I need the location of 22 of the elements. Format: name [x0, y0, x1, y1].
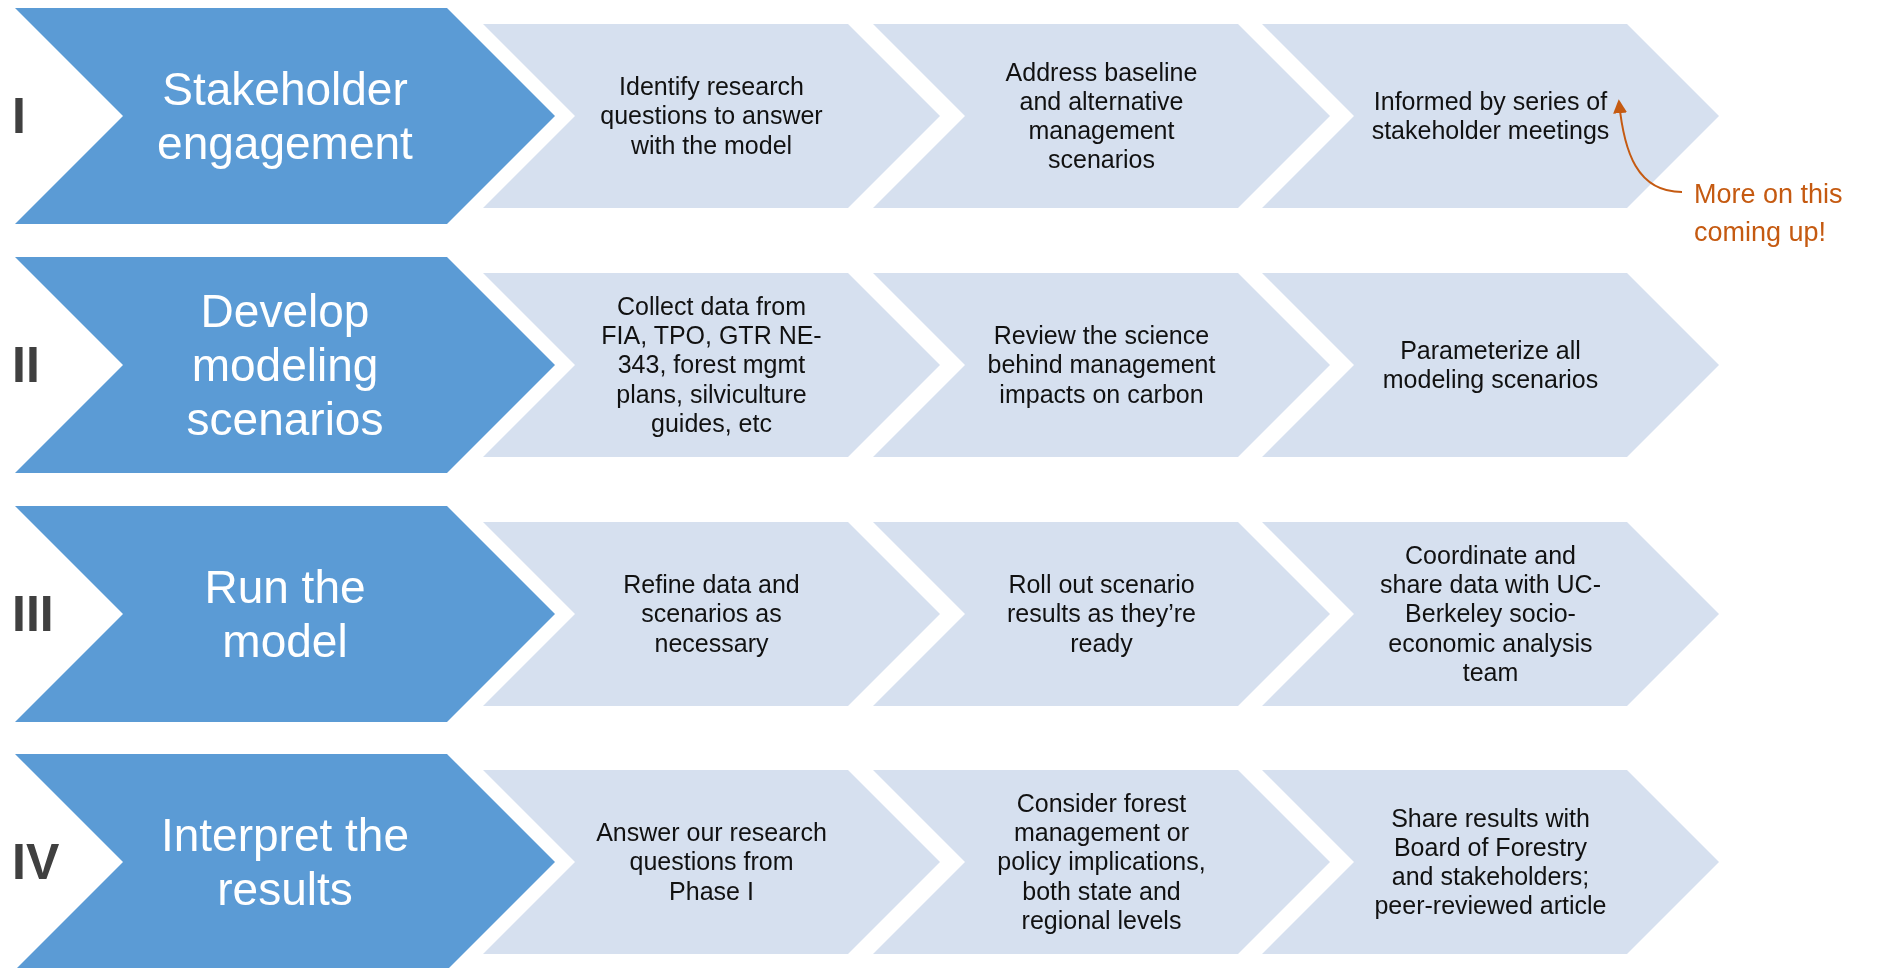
- step-text: Review the science behind management impacts on carbon: [986, 321, 1217, 409]
- phase-title: Develop modeling scenarios: [185, 283, 385, 447]
- step-text: Coordinate and share data with UC-Berkeley socio-economic analysis team: [1379, 540, 1602, 688]
- step-text: Answer our research questions from Phase I: [595, 818, 828, 906]
- phase-title: Run the model: [203, 559, 367, 669]
- step-text: Collect data from FIA, TPO, GTR NE-343, forest mgmt plans, silviculture guides, etc: [600, 291, 823, 439]
- step-text: Roll out scenario results as they’re ready: [1006, 570, 1197, 658]
- curved-arrow: [1613, 99, 1683, 193]
- phase-numeral: I: [12, 91, 27, 141]
- phase-title: Interpret the results: [159, 807, 410, 917]
- step-text: Address baseline and alternative management scenarios: [1004, 57, 1199, 175]
- step-text: Share results with Board of Forestry and stakeholders; peer-reviewed article: [1373, 803, 1608, 921]
- phase-title: Stakeholder engagement: [156, 61, 414, 171]
- step-text: Refine data and scenarios as necessary: [622, 570, 801, 658]
- step-text: Consider forest management or policy implications, both state and regional levels: [996, 788, 1207, 936]
- callout-text: More on this coming up!: [1694, 178, 1844, 249]
- phase-numeral: IV: [12, 837, 61, 887]
- step-text: Identify research questions to answer with the model: [599, 72, 824, 160]
- phase-numeral: II: [12, 340, 41, 390]
- step-text: Parameterize all modeling scenarios: [1381, 335, 1600, 395]
- phase-numeral: III: [12, 589, 55, 639]
- step-text: Informed by series of stakeholder meetings: [1370, 86, 1611, 146]
